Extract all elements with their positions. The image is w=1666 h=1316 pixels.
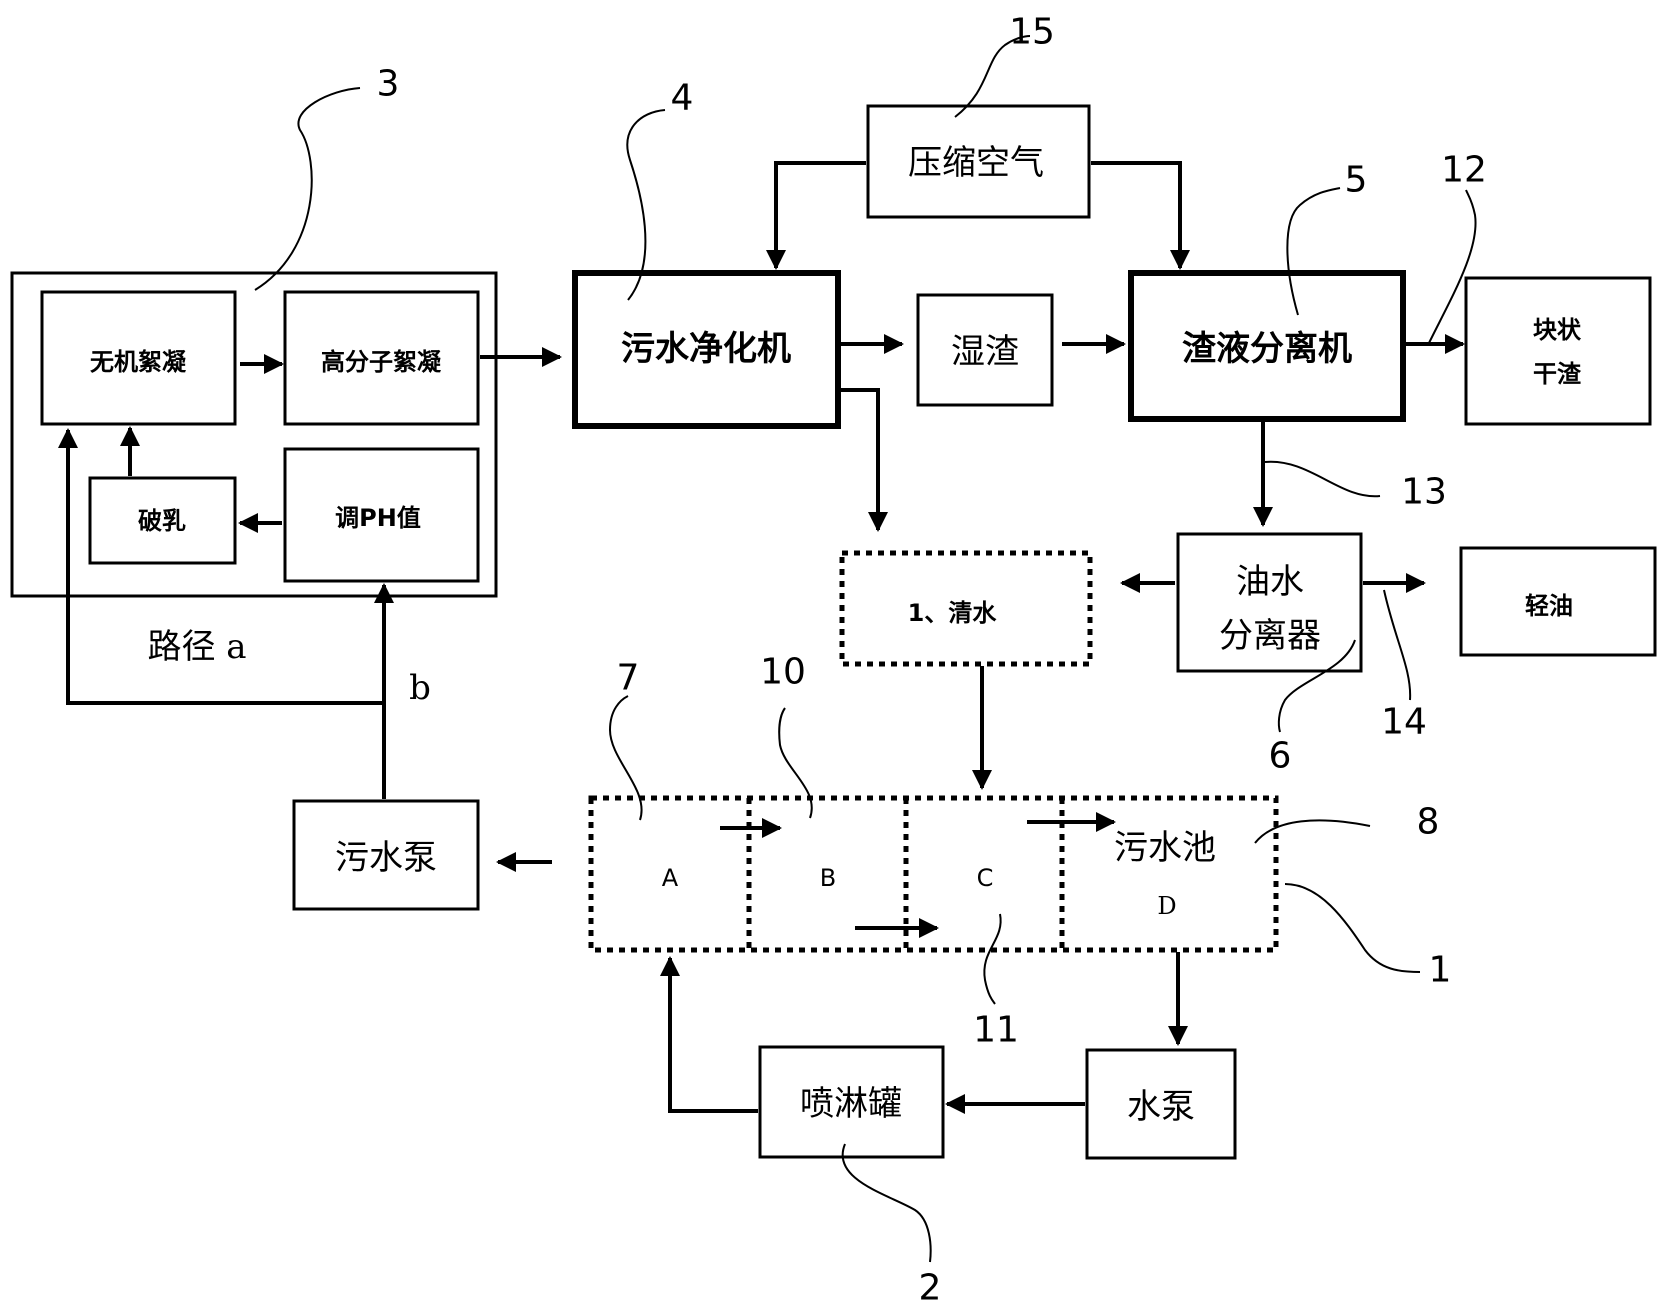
pretreatment-group: 无机絮凝 高分子絮凝 破乳 调PH值	[10, 271, 498, 598]
ref-num-2: 2	[919, 1268, 942, 1309]
ref-num-13: 13	[1401, 472, 1447, 513]
spray-tank-box	[758, 1045, 945, 1159]
dry-slag-label-1: 块状	[1533, 316, 1582, 344]
pool-section-b: B	[820, 864, 836, 892]
purifier-box	[572, 270, 841, 429]
ref-num-3: 3	[377, 64, 400, 105]
ref-num-10: 10	[760, 652, 806, 693]
polymer-floc-box	[283, 290, 480, 426]
purifier-label: 污水净化机	[621, 329, 791, 369]
ref-num-7: 7	[617, 658, 640, 699]
leader-7	[608, 695, 643, 821]
leader-11	[983, 913, 1002, 1005]
pool-section-d: D	[1157, 892, 1176, 920]
leader-13	[1264, 460, 1381, 498]
oil-water-label-1: 油水	[1236, 562, 1304, 602]
arrow-air-to-purifier	[766, 161, 866, 270]
arrow-purifier-to-clean-water	[840, 388, 888, 532]
ref-num-15: 15	[1009, 12, 1055, 53]
inorganic-floc-label: 无机絮凝	[90, 348, 187, 376]
compressed-air-box	[866, 104, 1091, 219]
arrow-spray-tank-to-pool	[660, 956, 758, 1113]
water-pump-box	[1085, 1048, 1237, 1160]
path-b-label: b	[409, 668, 431, 708]
light-oil-box	[1459, 546, 1657, 657]
leader-2	[841, 1143, 932, 1263]
water-pump-label: 水泵	[1127, 1087, 1195, 1127]
arrow-air-to-separator	[1091, 161, 1190, 270]
sewage-pool-group: A B C 污水池 D	[588, 795, 1279, 953]
oil-water-label-2: 分离器	[1219, 616, 1321, 656]
leader-3	[254, 87, 361, 291]
wet-slag-label: 湿渣	[951, 332, 1019, 372]
leader-14	[1383, 589, 1412, 701]
clean-water-box	[839, 550, 1093, 667]
ref-num-1: 1	[1429, 950, 1452, 991]
leader-5	[1286, 187, 1341, 316]
demulsify-box	[88, 476, 237, 565]
sewage-pump-label: 污水泵	[335, 838, 437, 878]
adjust-ph-label: 调PH值	[335, 504, 421, 532]
adjust-ph-box	[283, 447, 480, 583]
oil-water-separator-box	[1176, 532, 1363, 673]
pool-section-a: A	[662, 864, 679, 892]
leader-12	[1427, 189, 1477, 346]
polymer-floc-label: 高分子絮凝	[321, 348, 442, 376]
sewage-pool-label: 污水池	[1114, 828, 1216, 868]
separator-box	[1128, 270, 1406, 422]
leader-4	[626, 109, 666, 301]
path-a-label: 路径 a	[147, 627, 246, 667]
sewage-pump-box	[292, 799, 480, 911]
dry-slag-label-2: 干渣	[1533, 360, 1582, 388]
separator-label: 渣液分离机	[1182, 329, 1352, 369]
demulsify-label: 破乳	[138, 507, 186, 535]
ref-num-12: 12	[1441, 150, 1487, 191]
wet-slag-box	[916, 293, 1054, 407]
ref-num-14: 14	[1381, 702, 1427, 743]
ref-num-11: 11	[973, 1010, 1019, 1051]
leader-15	[954, 35, 1031, 118]
ref-num-6: 6	[1269, 736, 1292, 777]
clean-water-label: 1、清水	[908, 599, 998, 627]
dry-slag-box	[1464, 276, 1652, 426]
light-oil-label: 轻油	[1525, 592, 1573, 620]
sewage-pool-frame	[588, 795, 1279, 953]
leader-6	[1277, 639, 1356, 733]
ref-num-5: 5	[1345, 160, 1368, 201]
ref-num-4: 4	[671, 78, 694, 119]
leader-10	[778, 707, 813, 819]
leader-8	[1254, 819, 1371, 844]
arrow-path-a-to-inorganic	[58, 428, 384, 705]
inorganic-floc-box	[40, 290, 237, 426]
compressed-air-label: 压缩空气	[908, 143, 1044, 183]
ref-num-8: 8	[1417, 802, 1440, 843]
pool-section-c: C	[977, 864, 994, 892]
leader-1	[1284, 883, 1421, 973]
spray-tank-label: 喷淋罐	[800, 1084, 902, 1124]
